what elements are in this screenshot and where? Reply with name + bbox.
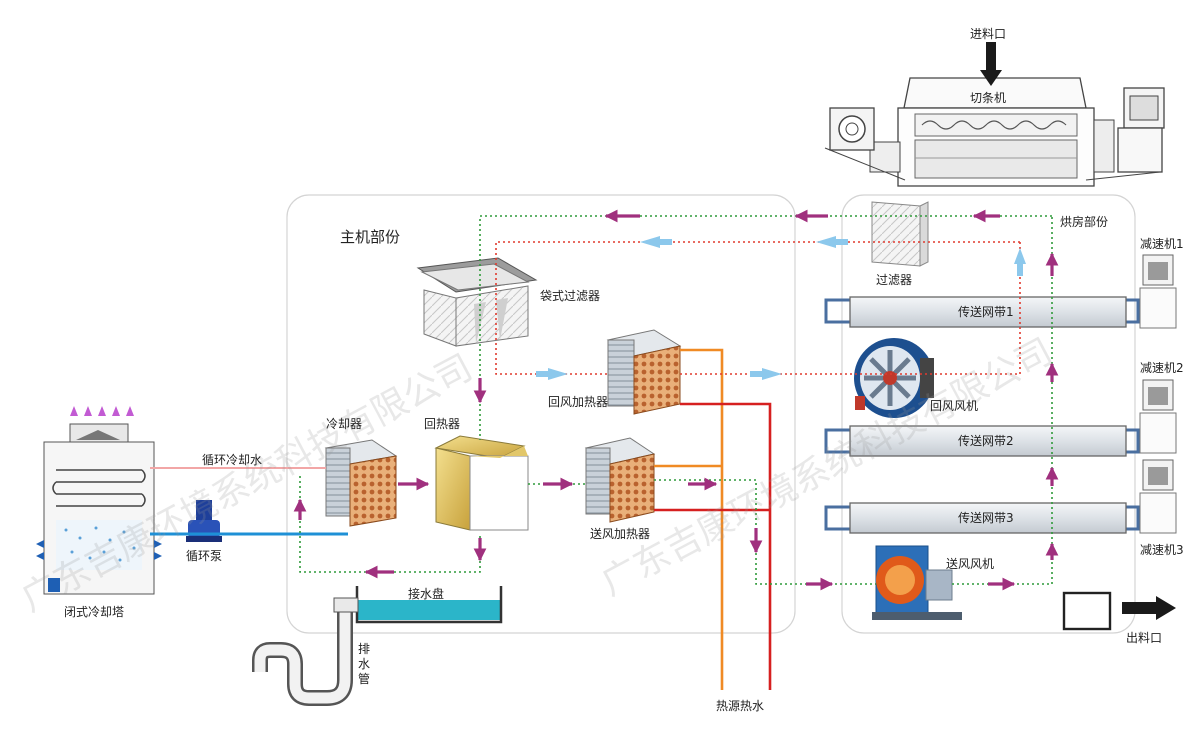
flow-arrows <box>293 209 1059 591</box>
heat-source-label: 热源热水 <box>716 699 765 713</box>
cooling-water-label: 循环冷却水 <box>202 453 263 467</box>
return-fan <box>854 338 934 418</box>
reducer2-label: 减速机2 <box>1140 361 1184 375</box>
panel-filter <box>871 201 929 267</box>
reducer1-label: 减速机1 <box>1140 237 1184 251</box>
dryer-section-frame <box>841 194 1136 634</box>
conveyor-belt-3 <box>824 502 1140 534</box>
cooling-tower-label: 闭式冷却塔 <box>64 605 125 619</box>
cutter-machine <box>824 77 1165 187</box>
supply-heater-label: 送风加热器 <box>590 527 651 541</box>
return-air-heater <box>606 329 682 415</box>
inlet-label: 进料口 <box>970 27 1007 41</box>
recuperator <box>434 435 529 531</box>
return-air-arrows <box>536 236 1026 380</box>
cooler <box>324 439 398 527</box>
return-fan-label: 回风风机 <box>930 399 979 413</box>
pump-label: 循环泵 <box>186 549 223 563</box>
inlet-arrow <box>980 42 1002 86</box>
reducer-2 <box>1139 379 1177 454</box>
dryer-section-label: 烘房部份 <box>1060 215 1109 229</box>
reducer3-label: 减速机3 <box>1140 543 1184 557</box>
filter-label: 过滤器 <box>876 273 913 287</box>
supply-air-heater <box>584 437 656 523</box>
host-section-label: 主机部份 <box>340 228 401 246</box>
cutter-label: 切条机 <box>970 91 1007 105</box>
drain-pipe <box>252 597 359 706</box>
supply-fan <box>872 545 962 620</box>
supply-fan-label: 送风风机 <box>946 557 995 571</box>
host-section-frame <box>286 194 796 634</box>
return-heater-label: 回风加热器 <box>548 395 609 409</box>
bag-filter-label: 袋式过滤器 <box>540 289 601 303</box>
outlet <box>1062 591 1176 631</box>
cooler-label: 冷却器 <box>326 417 363 431</box>
reducer-3 <box>1139 459 1177 534</box>
outlet-label: 出料口 <box>1126 631 1163 645</box>
drip-tray-label: 接水盘 <box>408 587 445 601</box>
recuperator-label: 回热器 <box>424 417 461 431</box>
belt1-label: 传送网带1 <box>958 305 1014 319</box>
bag-filter <box>416 257 538 347</box>
belt3-label: 传送网带3 <box>958 511 1014 525</box>
drain-pipe-label: 排 水 管 <box>358 642 371 686</box>
closed-cooling-tower <box>36 406 162 595</box>
belt2-label: 传送网带2 <box>958 434 1014 448</box>
conveyor-belt-2 <box>824 425 1140 457</box>
conveyor-belt-1 <box>824 296 1140 328</box>
reducer-1 <box>1139 254 1177 329</box>
